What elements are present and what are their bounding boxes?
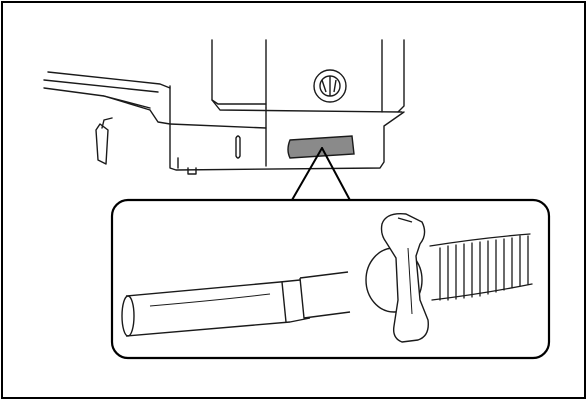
appliance-body (43, 39, 405, 175)
hose (121, 271, 351, 337)
hose-corrugated (429, 233, 533, 301)
hose-flange (380, 213, 429, 343)
knob (313, 69, 347, 103)
callout (110, 198, 551, 360)
callout-pointer (291, 147, 353, 205)
drain-outlet (287, 135, 355, 159)
